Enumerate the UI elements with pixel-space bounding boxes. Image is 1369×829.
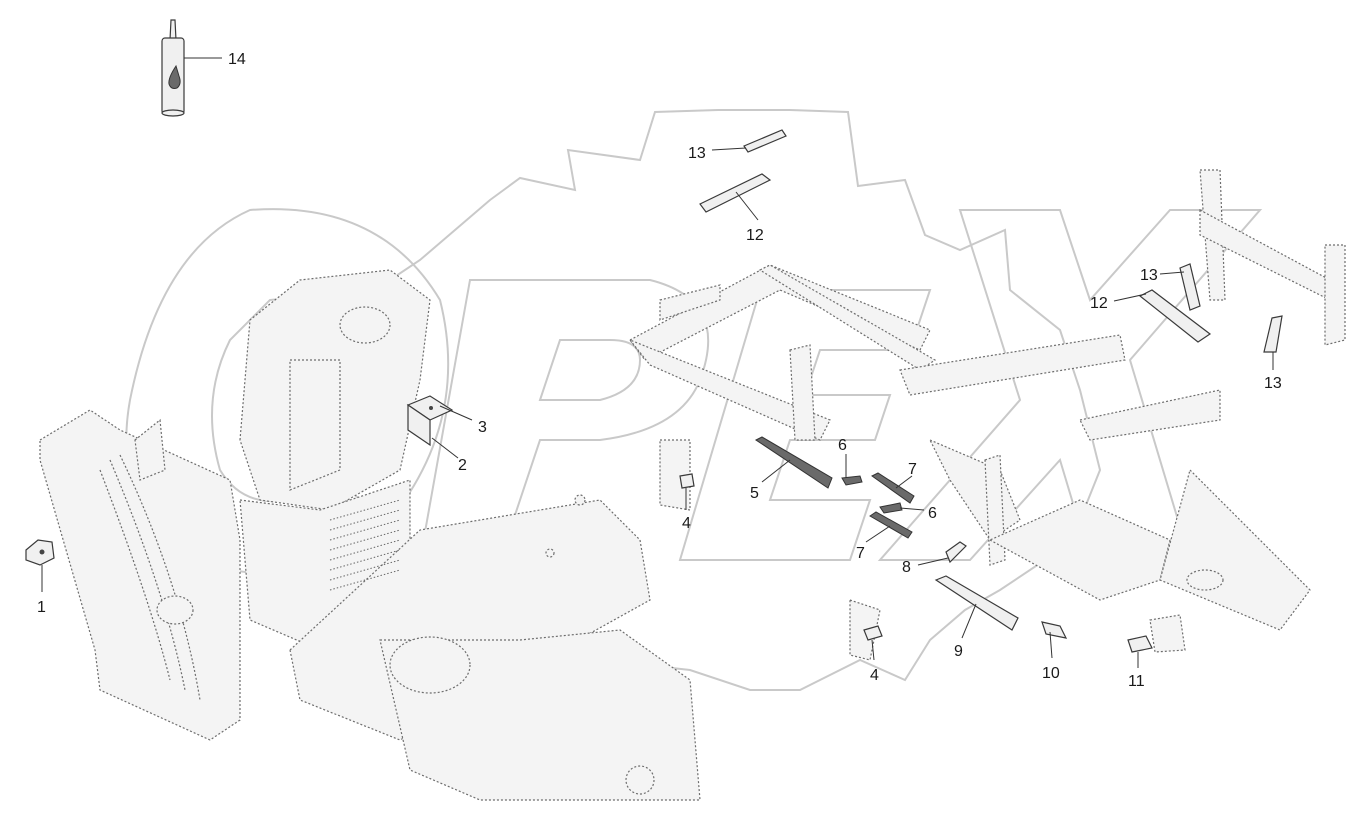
- callout-11: 11: [1128, 673, 1145, 690]
- callout-14: 14: [228, 51, 246, 68]
- droplet-icon: [168, 64, 181, 89]
- part-1-hole: [39, 549, 45, 555]
- callout-7b: 7: [856, 545, 865, 562]
- callout-10: 10: [1042, 665, 1060, 682]
- callout-2: 2: [458, 457, 467, 474]
- part-8-plate: [945, 541, 967, 564]
- radiator-grille: [329, 499, 401, 591]
- callout-4b: 4: [870, 667, 879, 684]
- part-6a-strip: [841, 475, 863, 486]
- part-13b-strip: [1179, 263, 1201, 311]
- part-9-channel: [934, 575, 1019, 631]
- part-12a-strip: [699, 173, 772, 213]
- callout-6a: 6: [838, 437, 847, 454]
- callout-7a: 7: [908, 461, 917, 478]
- sealant-tube: [161, 19, 185, 117]
- part-5-strip: [755, 436, 833, 489]
- leader-lines: [41, 57, 1274, 668]
- callout-4a: 4: [682, 515, 691, 532]
- small-parts: [25, 129, 1283, 653]
- callout-12b: 12: [1090, 295, 1108, 312]
- callout-3: 3: [478, 419, 487, 436]
- part-7a-strip: [871, 472, 915, 504]
- part-12b-strip: [1138, 289, 1212, 343]
- part-2-angle-face: [407, 403, 431, 447]
- callout-6b: 6: [928, 505, 937, 522]
- part-3-hole: [429, 406, 433, 410]
- callout-1: 1: [37, 599, 46, 616]
- callout-12a: 12: [746, 227, 764, 244]
- part-6b-strip: [879, 502, 903, 514]
- part-4b-pad: [863, 625, 883, 641]
- callout-8: 8: [902, 559, 911, 576]
- part-7b-strip: [869, 511, 913, 539]
- engine-assembly: [39, 269, 701, 801]
- part-10-block: [1041, 621, 1068, 639]
- frame-assembly: [628, 169, 1346, 661]
- part-11-pad: [1127, 635, 1153, 653]
- callout-13c: 13: [1264, 375, 1282, 392]
- callout-9: 9: [954, 643, 963, 660]
- callouts: 1 2 3 4 4 5 6 6 7 7 8 9 10 11 12 12 13 1…: [37, 51, 1282, 690]
- callout-13b: 13: [1140, 267, 1158, 284]
- part-4a-pad: [679, 473, 695, 489]
- callout-13a: 13: [688, 145, 706, 162]
- callout-5: 5: [750, 485, 759, 502]
- part-13c-strip: [1263, 315, 1283, 353]
- part-13a-strip: [743, 129, 787, 153]
